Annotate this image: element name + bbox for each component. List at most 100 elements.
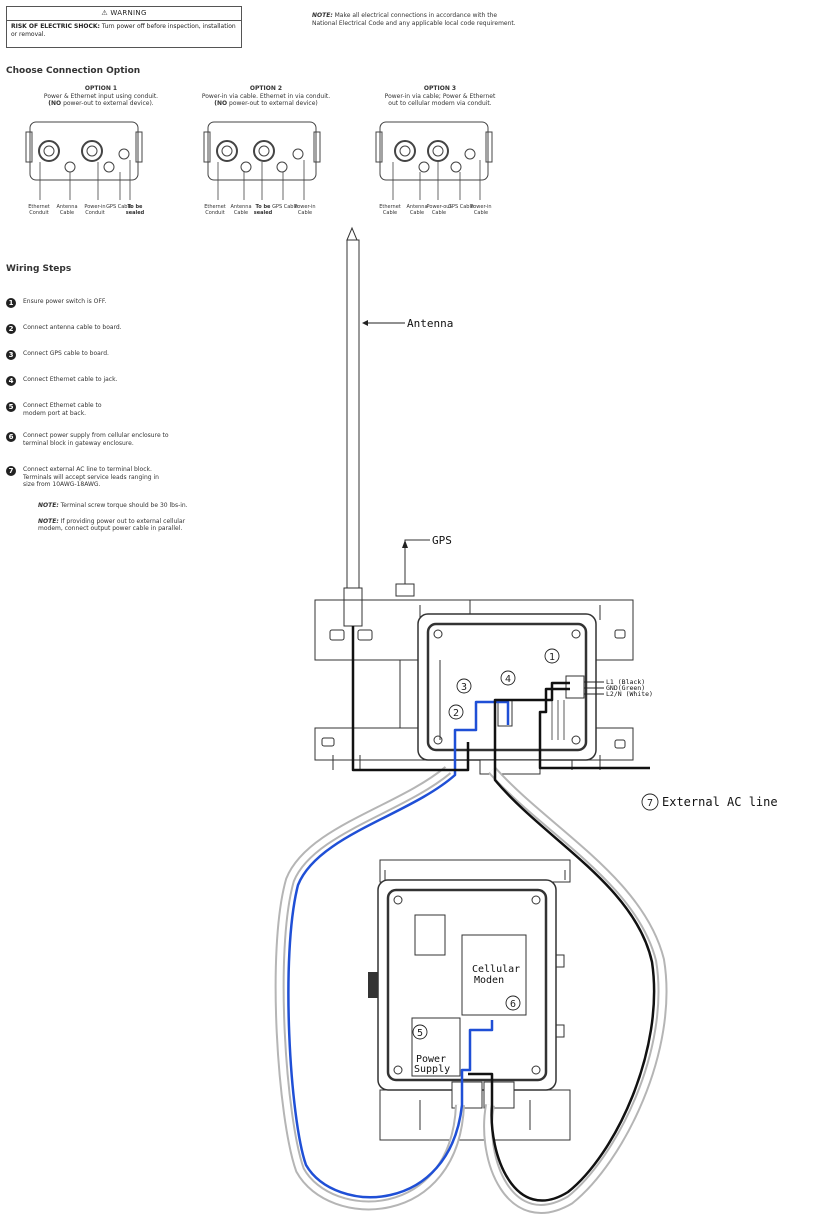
step-line: Connect antenna cable to board. [23, 324, 122, 331]
note-power-out-cont: modem, connect output power cable in par… [38, 525, 183, 532]
power-label-2: Supply [414, 1064, 450, 1075]
option-3-enclosure [375, 121, 493, 181]
callout-7: 7 [647, 798, 653, 809]
option-enclosures [25, 121, 493, 200]
warning-title: WARNING [110, 9, 147, 17]
gps-label: GPS [432, 534, 452, 547]
wiring-step: 6 Connect power supply from cellular encl… [6, 432, 169, 447]
gateway-enclosure [417, 613, 597, 775]
connection-heading: Choose Connection Option [6, 66, 141, 76]
callout-1: 1 [549, 652, 555, 663]
step-line: modem port at back. [23, 409, 87, 417]
option-1-port-label: Power-in Conduit [84, 204, 106, 216]
option-1-port-label: To be sealed [125, 204, 145, 216]
note-text: If providing power out to external cellu… [58, 517, 186, 525]
option-3-line2: out to cellular modem via conduit. [388, 100, 492, 107]
option-1-line2-bold: (NO [48, 100, 62, 107]
top-note-label: NOTE: [312, 12, 333, 19]
callout-3: 3 [461, 682, 467, 693]
note-torque: NOTE: Terminal screw torque should be 30… [38, 502, 258, 510]
warning-box: ⚠ WARNING RISK OF ELECTRIC SHOCK: Turn p… [6, 6, 242, 48]
step-line: Ensure power switch is OFF. [23, 298, 107, 305]
option-1-enclosure [25, 121, 143, 181]
callout-4: 4 [505, 674, 511, 685]
step-line: terminal block in gateway enclosure. [23, 439, 134, 447]
step-line: Connect power supply from cellular enclo… [23, 432, 169, 439]
cellular-enclosure [368, 879, 565, 1109]
option-2-port-label: To be sealed [253, 204, 273, 216]
option-2-title: OPTION 2 [249, 85, 283, 92]
step-number-icon: 1 [6, 298, 16, 308]
antenna [343, 226, 405, 627]
option-1-port-label: Antenna Cable [56, 204, 78, 216]
warning-text: RISK OF ELECTRIC SHOCK: Turn power off b… [7, 21, 241, 41]
cellular-label-2: Moden [474, 975, 504, 986]
step-text: Ensure power switch is OFF. [23, 298, 106, 306]
power-cable [351, 626, 656, 1202]
option-1-line1: Power & Ethernet input using conduit. [43, 92, 159, 100]
step-line: size from 10AWG-18AWG. [23, 481, 101, 488]
option-3-port-label: Power-in Cable [470, 204, 492, 216]
step-number-icon: 7 [6, 466, 16, 476]
wiring-heading: Wiring Steps [6, 264, 72, 274]
option-3-line1: Power-in via cable; Power & Ethernet [384, 92, 496, 100]
step-line: Connect GPS cable to board. [23, 350, 109, 357]
power-label-1: Power [416, 1054, 446, 1065]
wiring-step: 1 Ensure power switch is OFF. [6, 298, 106, 308]
step-line: Connect Ethernet cable to [23, 402, 102, 409]
wiring-step: 7 Connect external AC line to terminal bl… [6, 466, 159, 489]
step-number-icon: 3 [6, 350, 16, 360]
option-2-text: OPTION 2 Power-in via cable. Ethernet in… [186, 85, 346, 108]
option-3-port-label: GPS Cable [448, 204, 474, 210]
wiring-step: 4 Connect Ethernet cable to jack. [6, 376, 117, 386]
top-note: NOTE: Make all electrical connections in… [312, 12, 522, 28]
option-3-port-label: Power-out Cable [426, 204, 452, 216]
step-text: Connect Ethernet cable to jack. [23, 376, 117, 384]
option-2-line2-bold: (NO [214, 100, 228, 107]
step-number-icon: 5 [6, 402, 16, 412]
option-3-text: OPTION 3 Power-in via cable; Power & Eth… [364, 85, 516, 108]
terminal-l1-label: L1 (Black) [606, 678, 645, 686]
ethernet-cable [287, 700, 510, 1199]
warning-lead: RISK OF ELECTRIC SHOCK: [11, 23, 100, 30]
step-number-icon: 4 [6, 376, 16, 386]
option-3-title: OPTION 3 [423, 85, 457, 92]
external-ac-label: External AC line [662, 795, 778, 809]
option-2-port-label: Antenna Cable [230, 204, 252, 216]
wiring-step: 3 Connect GPS cable to board. [6, 350, 109, 360]
step-number-icon: 2 [6, 324, 16, 334]
option-1-port-label: Ethernet Conduit [28, 204, 50, 216]
option-2-port-label: Ethernet Conduit [204, 204, 226, 216]
option-3-port-label: Ethernet Cable [379, 204, 401, 216]
step-line: Terminals will accept service leads rang… [23, 473, 159, 481]
note-label: NOTE: [38, 502, 59, 509]
note-power-out: NOTE: If providing power out to external… [38, 518, 258, 526]
option-2-line2: power-out to external device) [227, 100, 318, 107]
cellular-label-1: Cellular [472, 964, 520, 975]
terminal-gnd-label: GND(Green) [606, 684, 645, 692]
option-1-title: OPTION 1 [84, 85, 118, 92]
option-2-port-label: Power-in Cable [294, 204, 316, 216]
step-text: Connect external AC line to terminal blo… [23, 466, 159, 489]
notes: NOTE: Terminal screw torque should be 30… [38, 502, 258, 533]
callout-2: 2 [453, 708, 459, 719]
wiring-step: 2 Connect antenna cable to board. [6, 324, 122, 334]
step-line: Connect Ethernet cable to jack. [23, 376, 118, 383]
option-2-line1: Power-in via cable. Ethernet in via cond… [201, 92, 331, 100]
warning-detail: Turn power off before inspection, instal… [11, 23, 236, 38]
warning-triangle-icon: ⚠ [101, 9, 108, 17]
step-text: Connect antenna cable to board. [23, 324, 122, 332]
cable-sheath-inner [276, 767, 666, 1212]
terminal-l2-label: L2/N (White) [606, 690, 653, 698]
option-1-text: OPTION 1 Power & Ethernet input using co… [26, 85, 176, 108]
step-number-icon: 6 [6, 432, 16, 442]
note-label: NOTE: [38, 517, 59, 525]
warning-header: ⚠ WARNING [7, 7, 241, 21]
callout-5: 5 [417, 1028, 423, 1039]
gps-module [395, 539, 430, 597]
option-1-line2: power-out to external device). [61, 100, 154, 107]
note-text: Terminal screw torque should be 30 lbs-i… [58, 502, 188, 509]
